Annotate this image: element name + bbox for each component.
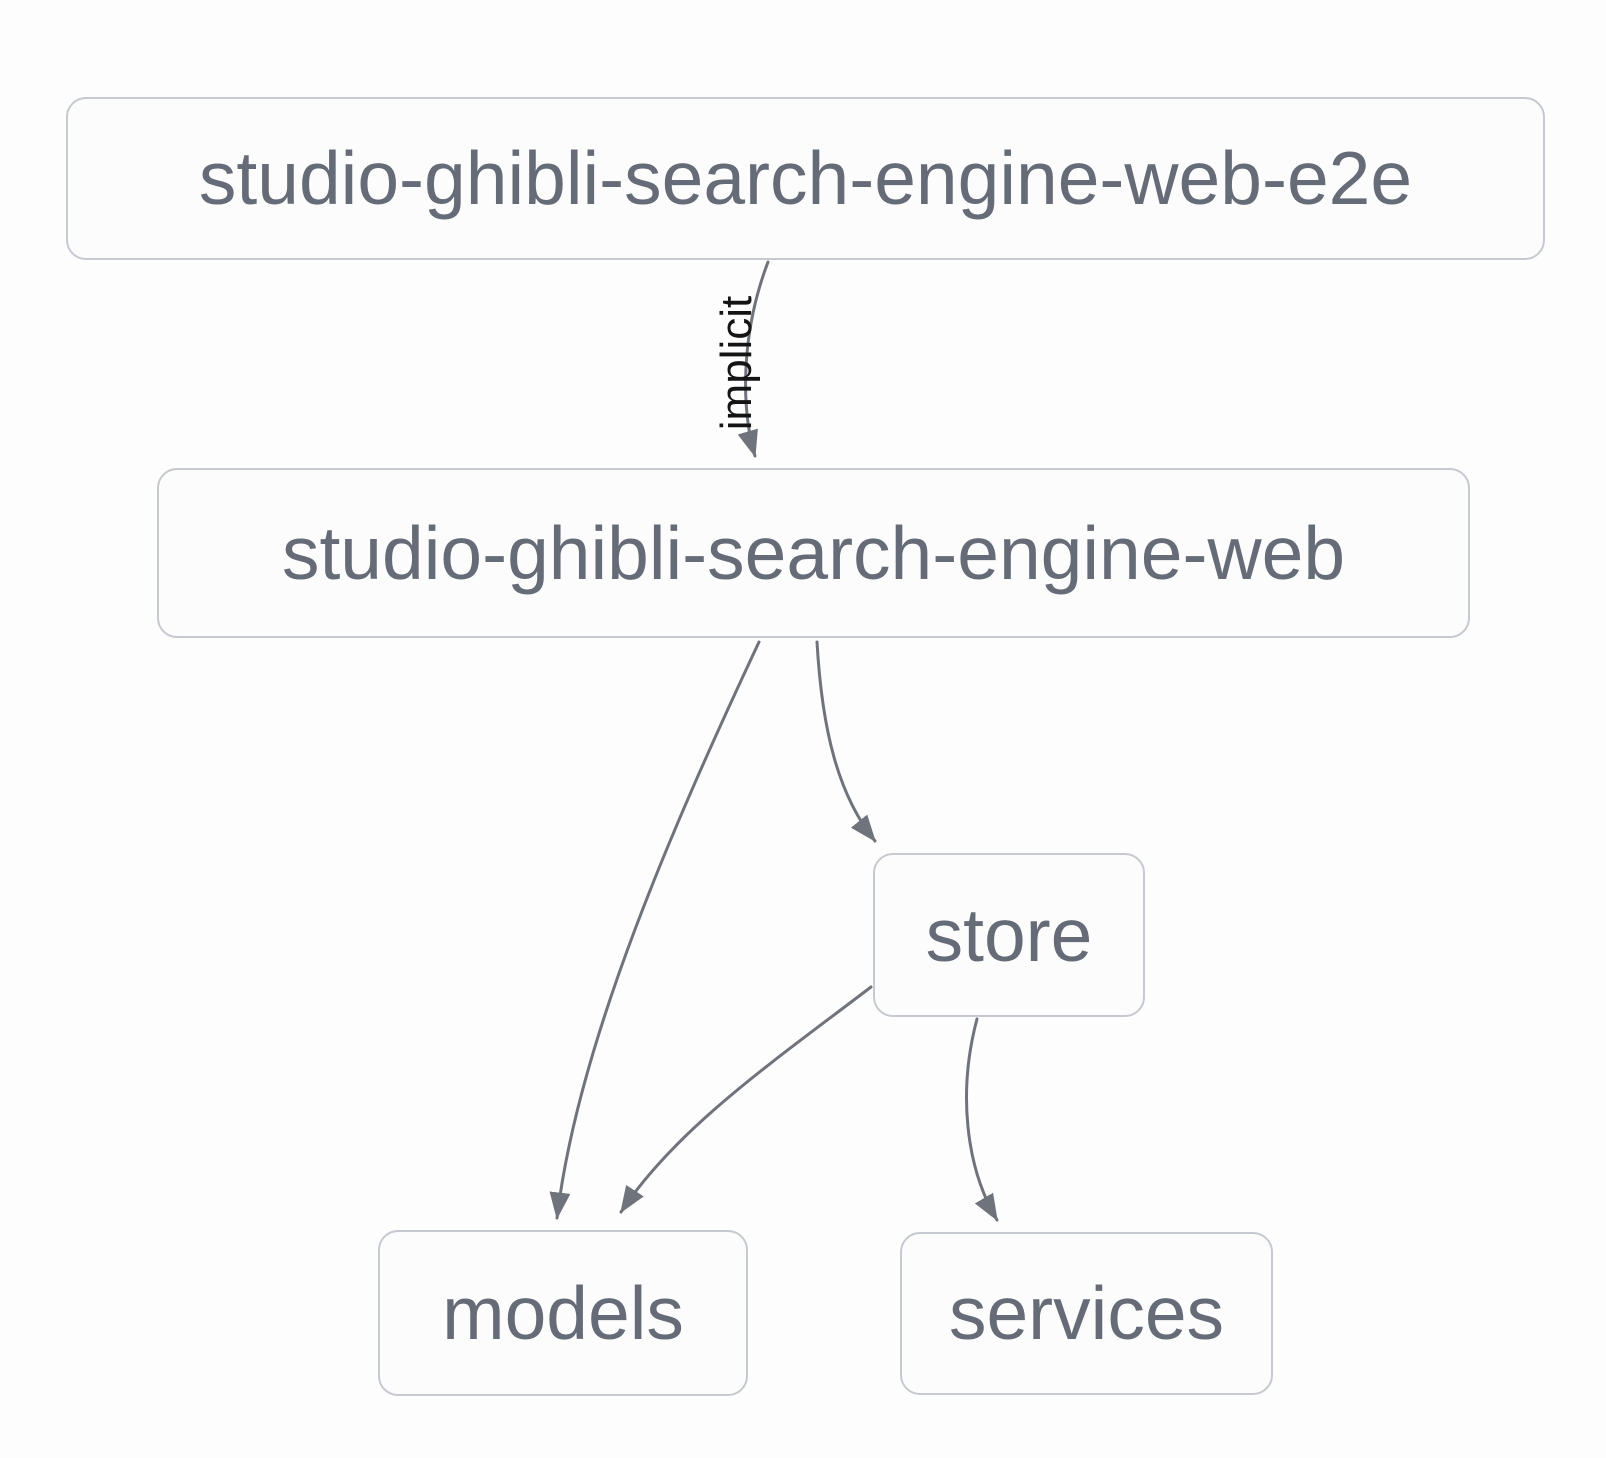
edge-web-to-store <box>815 640 877 843</box>
node-label: studio-ghibli-search-engine-web-e2e <box>198 136 1413 220</box>
node-label: store <box>925 892 1093 977</box>
edge-store-to-services <box>965 1017 999 1222</box>
node-studio-ghibli-search-engine-web[interactable]: studio-ghibli-search-engine-web <box>157 468 1470 638</box>
node-services[interactable]: services <box>900 1232 1273 1395</box>
node-label: studio-ghibli-search-engine-web <box>281 510 1346 595</box>
edge-e2e-to-web <box>737 260 770 458</box>
node-label: models <box>442 1270 684 1355</box>
edge-store-to-models <box>619 985 873 1214</box>
node-studio-ghibli-search-engine-web-e2e[interactable]: studio-ghibli-search-engine-web-e2e <box>66 97 1545 260</box>
node-models[interactable]: models <box>378 1230 748 1396</box>
edge-web-to-models <box>549 640 761 1220</box>
node-label: services <box>948 1271 1225 1355</box>
node-store[interactable]: store <box>873 853 1145 1017</box>
edge-label-implicit: implicit <box>712 295 761 431</box>
